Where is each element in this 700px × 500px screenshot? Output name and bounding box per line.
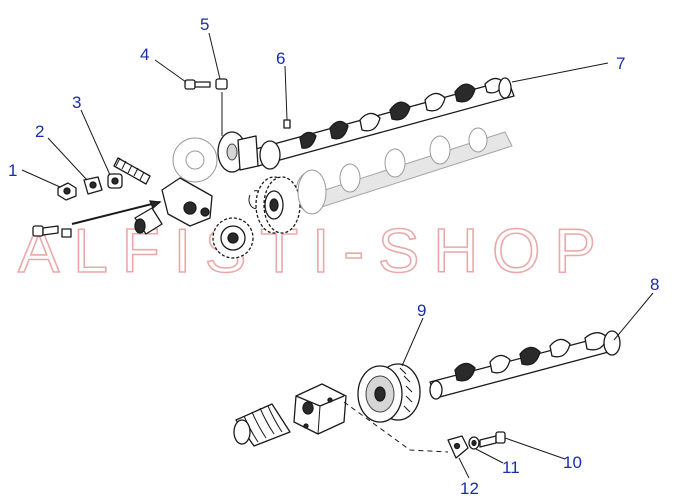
camshaft-lower	[429, 330, 621, 400]
callout-12: 12	[460, 479, 479, 498]
pin-6	[283, 119, 291, 129]
washer-11	[468, 436, 480, 450]
sprocket-center	[212, 217, 254, 259]
tensioner-arm	[161, 177, 213, 227]
bushing	[134, 207, 163, 235]
plate-3	[107, 173, 123, 189]
callout-1: 1	[8, 161, 17, 180]
nut-5	[215, 78, 228, 136]
callout-2: 2	[35, 122, 44, 141]
variator-pulley	[357, 363, 421, 423]
camshaft-flange	[217, 131, 259, 173]
washer-2	[83, 176, 103, 195]
nut-1	[57, 182, 77, 201]
callout-4: 4	[140, 45, 149, 64]
bolt-4	[184, 79, 211, 90]
ghost-sprocket	[172, 137, 218, 183]
callout-6: 6	[276, 49, 285, 68]
bolt-10	[479, 431, 506, 448]
bellows-boot	[233, 403, 291, 447]
tensioner-bolt	[32, 200, 162, 238]
callout-7: 7	[616, 54, 625, 73]
callout-10: 10	[563, 453, 582, 472]
tensioner-spring	[113, 157, 151, 185]
watermark-text: ALFISTI-SHOP	[18, 217, 610, 286]
ghost-sprocket-right	[297, 169, 327, 215]
sprocket-double	[255, 176, 301, 234]
leader-lines	[21, 32, 654, 479]
variator-housing	[293, 383, 347, 435]
wire-connector	[343, 401, 449, 453]
bracket-12	[447, 435, 469, 459]
callout-11: 11	[502, 458, 520, 477]
callout-5: 5	[200, 15, 209, 34]
callout-8: 8	[650, 275, 659, 294]
callout-9: 9	[417, 301, 426, 320]
callout-labels: 1 2 3 4 5 6 7 8 9 10 11 12	[8, 15, 659, 498]
callout-3: 3	[72, 93, 81, 112]
